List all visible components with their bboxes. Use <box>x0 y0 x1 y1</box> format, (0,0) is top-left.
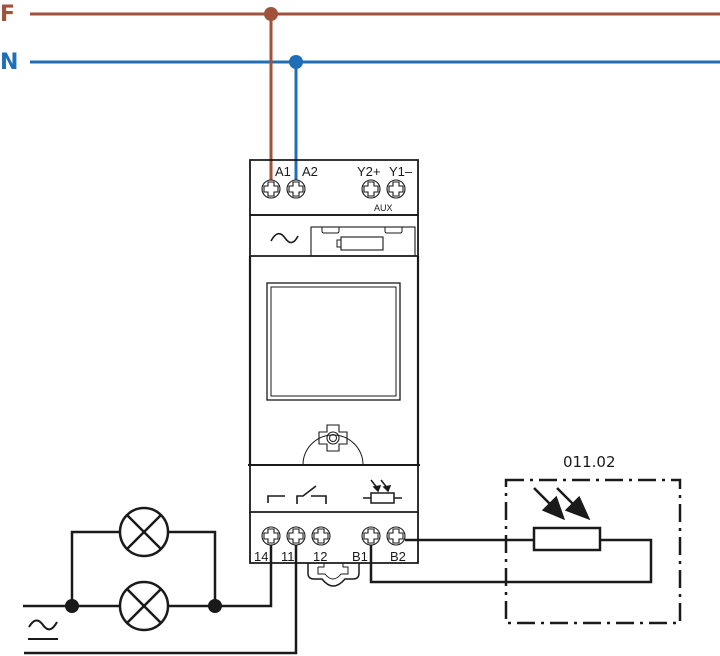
terminal-Y1-screw[interactable] <box>386 179 406 199</box>
terminal-Y2-label: Y2+ <box>357 164 381 179</box>
terminal-A1-screw[interactable] <box>261 179 281 199</box>
external-light-sensor <box>504 478 682 625</box>
terminal-Y1-label: Y1– <box>389 164 413 179</box>
neutral-junction-dot <box>289 55 303 69</box>
lamp-icon <box>118 580 170 632</box>
junction-dot <box>208 599 222 613</box>
terminal-B2-screw[interactable] <box>386 526 406 546</box>
top-screw-terminals <box>261 179 406 199</box>
bottom-terminal-block <box>249 512 419 564</box>
wire-11-to-supply <box>24 545 298 655</box>
terminal-14-label: 14 <box>254 549 268 564</box>
terminal-A2-screw[interactable] <box>286 179 306 199</box>
terminal-12-screw[interactable] <box>311 526 331 546</box>
changeover-contact-icon <box>267 485 327 504</box>
terminal-11-screw[interactable] <box>286 526 306 546</box>
din-rail-clip-inner <box>317 563 349 580</box>
battery-door <box>310 226 416 257</box>
sensor-circuit <box>369 538 653 584</box>
joystick-cross <box>318 424 348 452</box>
lcd-display-inner <box>270 286 397 397</box>
twilight-switch-device <box>248 159 420 587</box>
terminal-Y2-screw[interactable] <box>361 179 381 199</box>
neutral-bus-label: N <box>0 50 18 75</box>
wire-B1-to-sensor <box>369 538 653 584</box>
upper-branch-right <box>168 530 217 606</box>
terminal-A1-label: A1 <box>275 164 291 179</box>
ac-supply-icon <box>28 619 58 640</box>
terminal-14-screw[interactable] <box>261 526 281 546</box>
battery-compartment <box>310 226 416 257</box>
battery-icon <box>340 236 384 251</box>
joystick-center-outer <box>326 431 340 445</box>
battery-door-notch-right <box>384 227 403 234</box>
ac-tilde-icon <box>270 232 299 244</box>
terminal-11-label: 11 <box>281 549 295 564</box>
joystick-center-inner <box>329 434 337 442</box>
phase-bus-label: F <box>0 2 15 27</box>
upper-branch-left <box>70 530 119 606</box>
terminal-12-label: 12 <box>313 549 327 564</box>
light-arrows-icon <box>533 487 591 521</box>
terminal-B1-screw[interactable] <box>361 526 381 546</box>
aux-label: AUX <box>374 203 393 213</box>
lcd-display <box>266 282 401 401</box>
main-body-sides <box>248 256 420 465</box>
sensor-enclosure-dashdot <box>504 478 682 625</box>
photoresistor-body <box>532 526 602 552</box>
bottom-screw-terminals <box>261 526 406 546</box>
wire-14-to-lamps <box>215 545 273 608</box>
lamp-icon <box>118 506 170 558</box>
junction-dot <box>65 599 79 613</box>
battery-door-notch-left <box>321 227 340 234</box>
joystick-outer-ring <box>302 434 364 466</box>
terminal-B1-label: B1 <box>352 549 368 564</box>
joystick-button <box>302 424 364 466</box>
phase-junction-dot <box>264 7 278 21</box>
load-circuit <box>23 530 298 655</box>
photoresistor-icon <box>363 479 402 504</box>
terminal-A2-label: A2 <box>302 164 318 179</box>
lower-symbol-band <box>249 465 419 513</box>
sensor-model-label: 011.02 <box>563 453 616 471</box>
terminal-B2-label: B2 <box>390 549 406 564</box>
din-rail-clip <box>307 563 360 587</box>
battery-terminal-icon <box>336 239 342 248</box>
